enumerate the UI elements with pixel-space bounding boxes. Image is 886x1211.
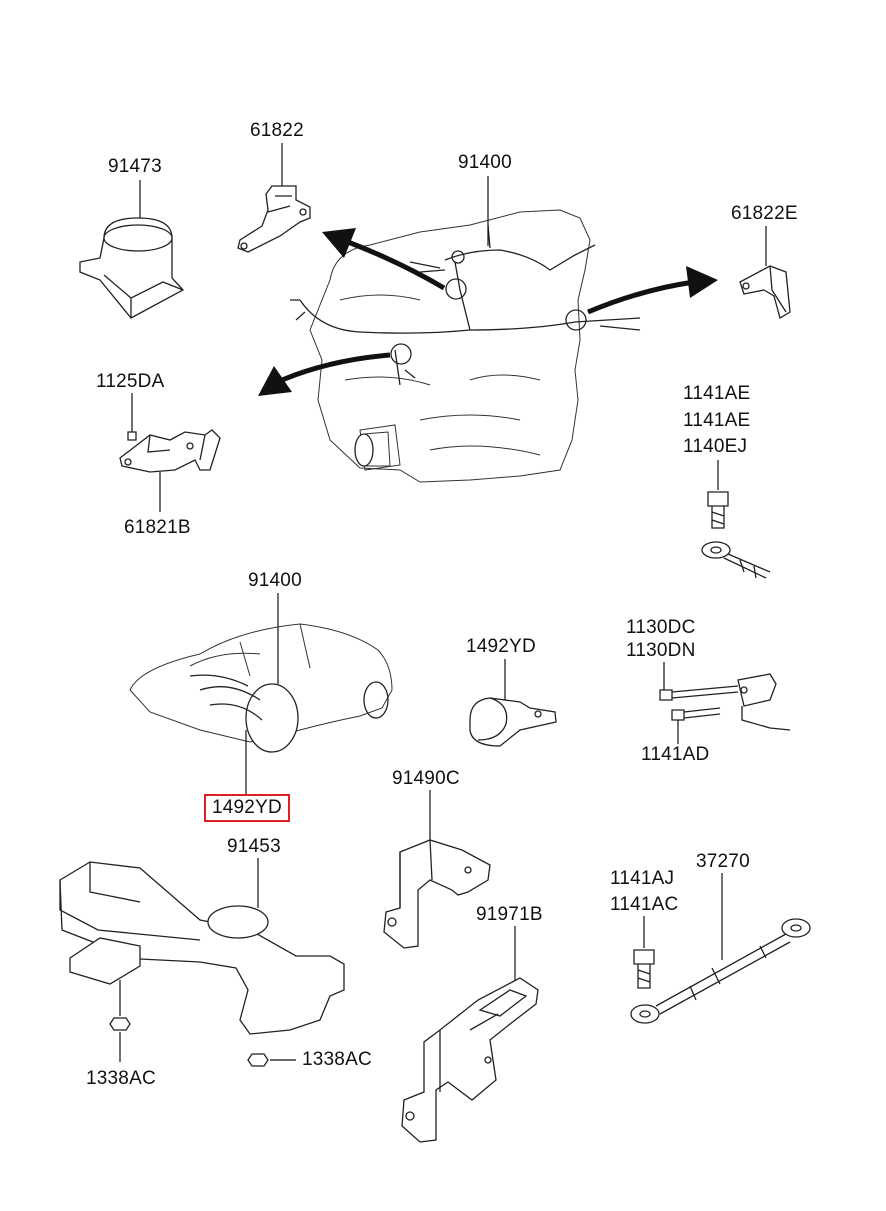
bolt-cable-drawing xyxy=(701,460,771,579)
label-91971B: 91971B xyxy=(476,904,543,925)
label-1141AD: 1141AD xyxy=(641,744,710,765)
bracket-91971B-drawing xyxy=(401,926,539,1143)
car-drawing xyxy=(129,593,393,796)
label-1141AE-2: 1141AE xyxy=(683,410,751,431)
label-1125DA: 1125DA xyxy=(96,371,165,392)
label-37270: 37270 xyxy=(696,851,750,872)
cable-37270-drawing xyxy=(630,873,811,1024)
label-1140EJ: 1140EJ xyxy=(683,436,748,457)
callout-arrows xyxy=(258,228,718,396)
label-91400-engine: 91400 xyxy=(458,152,512,173)
label-1141AJ: 1141AJ xyxy=(610,868,675,889)
label-1130DC: 1130DC xyxy=(626,617,696,638)
label-61821B: 61821B xyxy=(124,517,191,538)
clamp-1492YD-drawing xyxy=(469,659,557,747)
highlighted-part-1492YD[interactable]: 1492YD xyxy=(204,794,290,822)
label-91490C: 91490C xyxy=(392,768,460,789)
engine-drawing xyxy=(290,176,641,483)
label-91400-vehicle: 91400 xyxy=(248,570,302,591)
label-91453: 91453 xyxy=(227,836,281,857)
label-61822: 61822 xyxy=(250,120,304,141)
label-1492YD-clamp: 1492YD xyxy=(466,636,536,657)
bracket-91453-drawing xyxy=(59,858,345,1067)
bracket-61821B-drawing xyxy=(119,393,221,512)
bracket-91490C-drawing xyxy=(383,790,491,949)
label-1141AE-1: 1141AE xyxy=(683,383,751,404)
label-1141AC: 1141AC xyxy=(610,894,679,915)
label-91473: 91473 xyxy=(108,156,162,177)
label-1338AC-right: 1338AC xyxy=(302,1049,372,1070)
label-61822E: 61822E xyxy=(731,203,798,224)
label-1338AC-left: 1338AC xyxy=(86,1068,156,1089)
clip-61822E-drawing xyxy=(739,226,791,319)
bolts-1130-drawing xyxy=(659,662,791,744)
bracket-61822-drawing xyxy=(237,143,311,253)
cover-91473-drawing xyxy=(79,180,185,319)
label-1130DN: 1130DN xyxy=(626,640,696,661)
